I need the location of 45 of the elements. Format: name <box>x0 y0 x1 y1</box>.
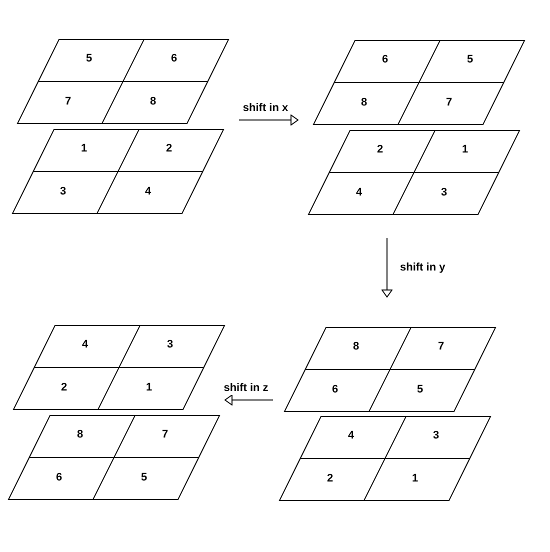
cell-number: 7 <box>64 96 72 108</box>
grid-parallelogram <box>308 130 520 215</box>
cell-number: 4 <box>144 186 152 198</box>
cell-number: 2 <box>60 382 68 394</box>
cell-number: 2 <box>326 472 334 486</box>
grid-parallelogram <box>279 416 491 501</box>
cell-number: 8 <box>76 428 84 442</box>
arrow <box>382 238 392 298</box>
cell-number: 4 <box>82 338 88 352</box>
cell-number: 8 <box>150 96 156 108</box>
grid-parallelogram <box>13 325 225 410</box>
cell-number: 5 <box>416 384 424 396</box>
cell-number: 6 <box>382 54 388 66</box>
cell-number: 7 <box>162 428 168 442</box>
cell-number: 1 <box>462 144 468 156</box>
cell-number: 4 <box>356 186 362 200</box>
cell-number: 3 <box>166 338 174 352</box>
cell-number: 1 <box>412 472 418 486</box>
cell-number: 5 <box>86 52 92 66</box>
grid-parallelogram <box>8 415 220 500</box>
grid-parallelogram <box>313 40 525 125</box>
cell-number: 3 <box>60 186 66 198</box>
grid-parallelogram <box>12 129 224 214</box>
cell-number: 6 <box>170 52 178 66</box>
cell-number: 6 <box>56 472 62 484</box>
cell-number: 3 <box>440 186 448 200</box>
cell-number: 3 <box>432 430 440 442</box>
arrow <box>224 394 274 406</box>
cell-number: 5 <box>466 54 474 66</box>
cell-number: 7 <box>446 96 452 110</box>
cell-number: 1 <box>80 142 88 156</box>
grid-parallelogram <box>284 327 496 412</box>
cell-number: 8 <box>360 96 368 110</box>
cell-number: 2 <box>376 144 384 156</box>
cell-number: 5 <box>140 472 148 484</box>
edge-label: shift in y <box>399 261 446 274</box>
cell-number: 7 <box>438 340 444 354</box>
cell-number: 8 <box>352 340 360 354</box>
cell-number: 1 <box>146 382 152 394</box>
cell-number: 4 <box>348 430 354 442</box>
arrow <box>238 114 298 126</box>
cell-number: 2 <box>166 142 172 156</box>
cell-number: 6 <box>332 384 338 396</box>
grid-parallelogram <box>17 39 229 124</box>
edge-label: shift in z <box>222 382 270 395</box>
